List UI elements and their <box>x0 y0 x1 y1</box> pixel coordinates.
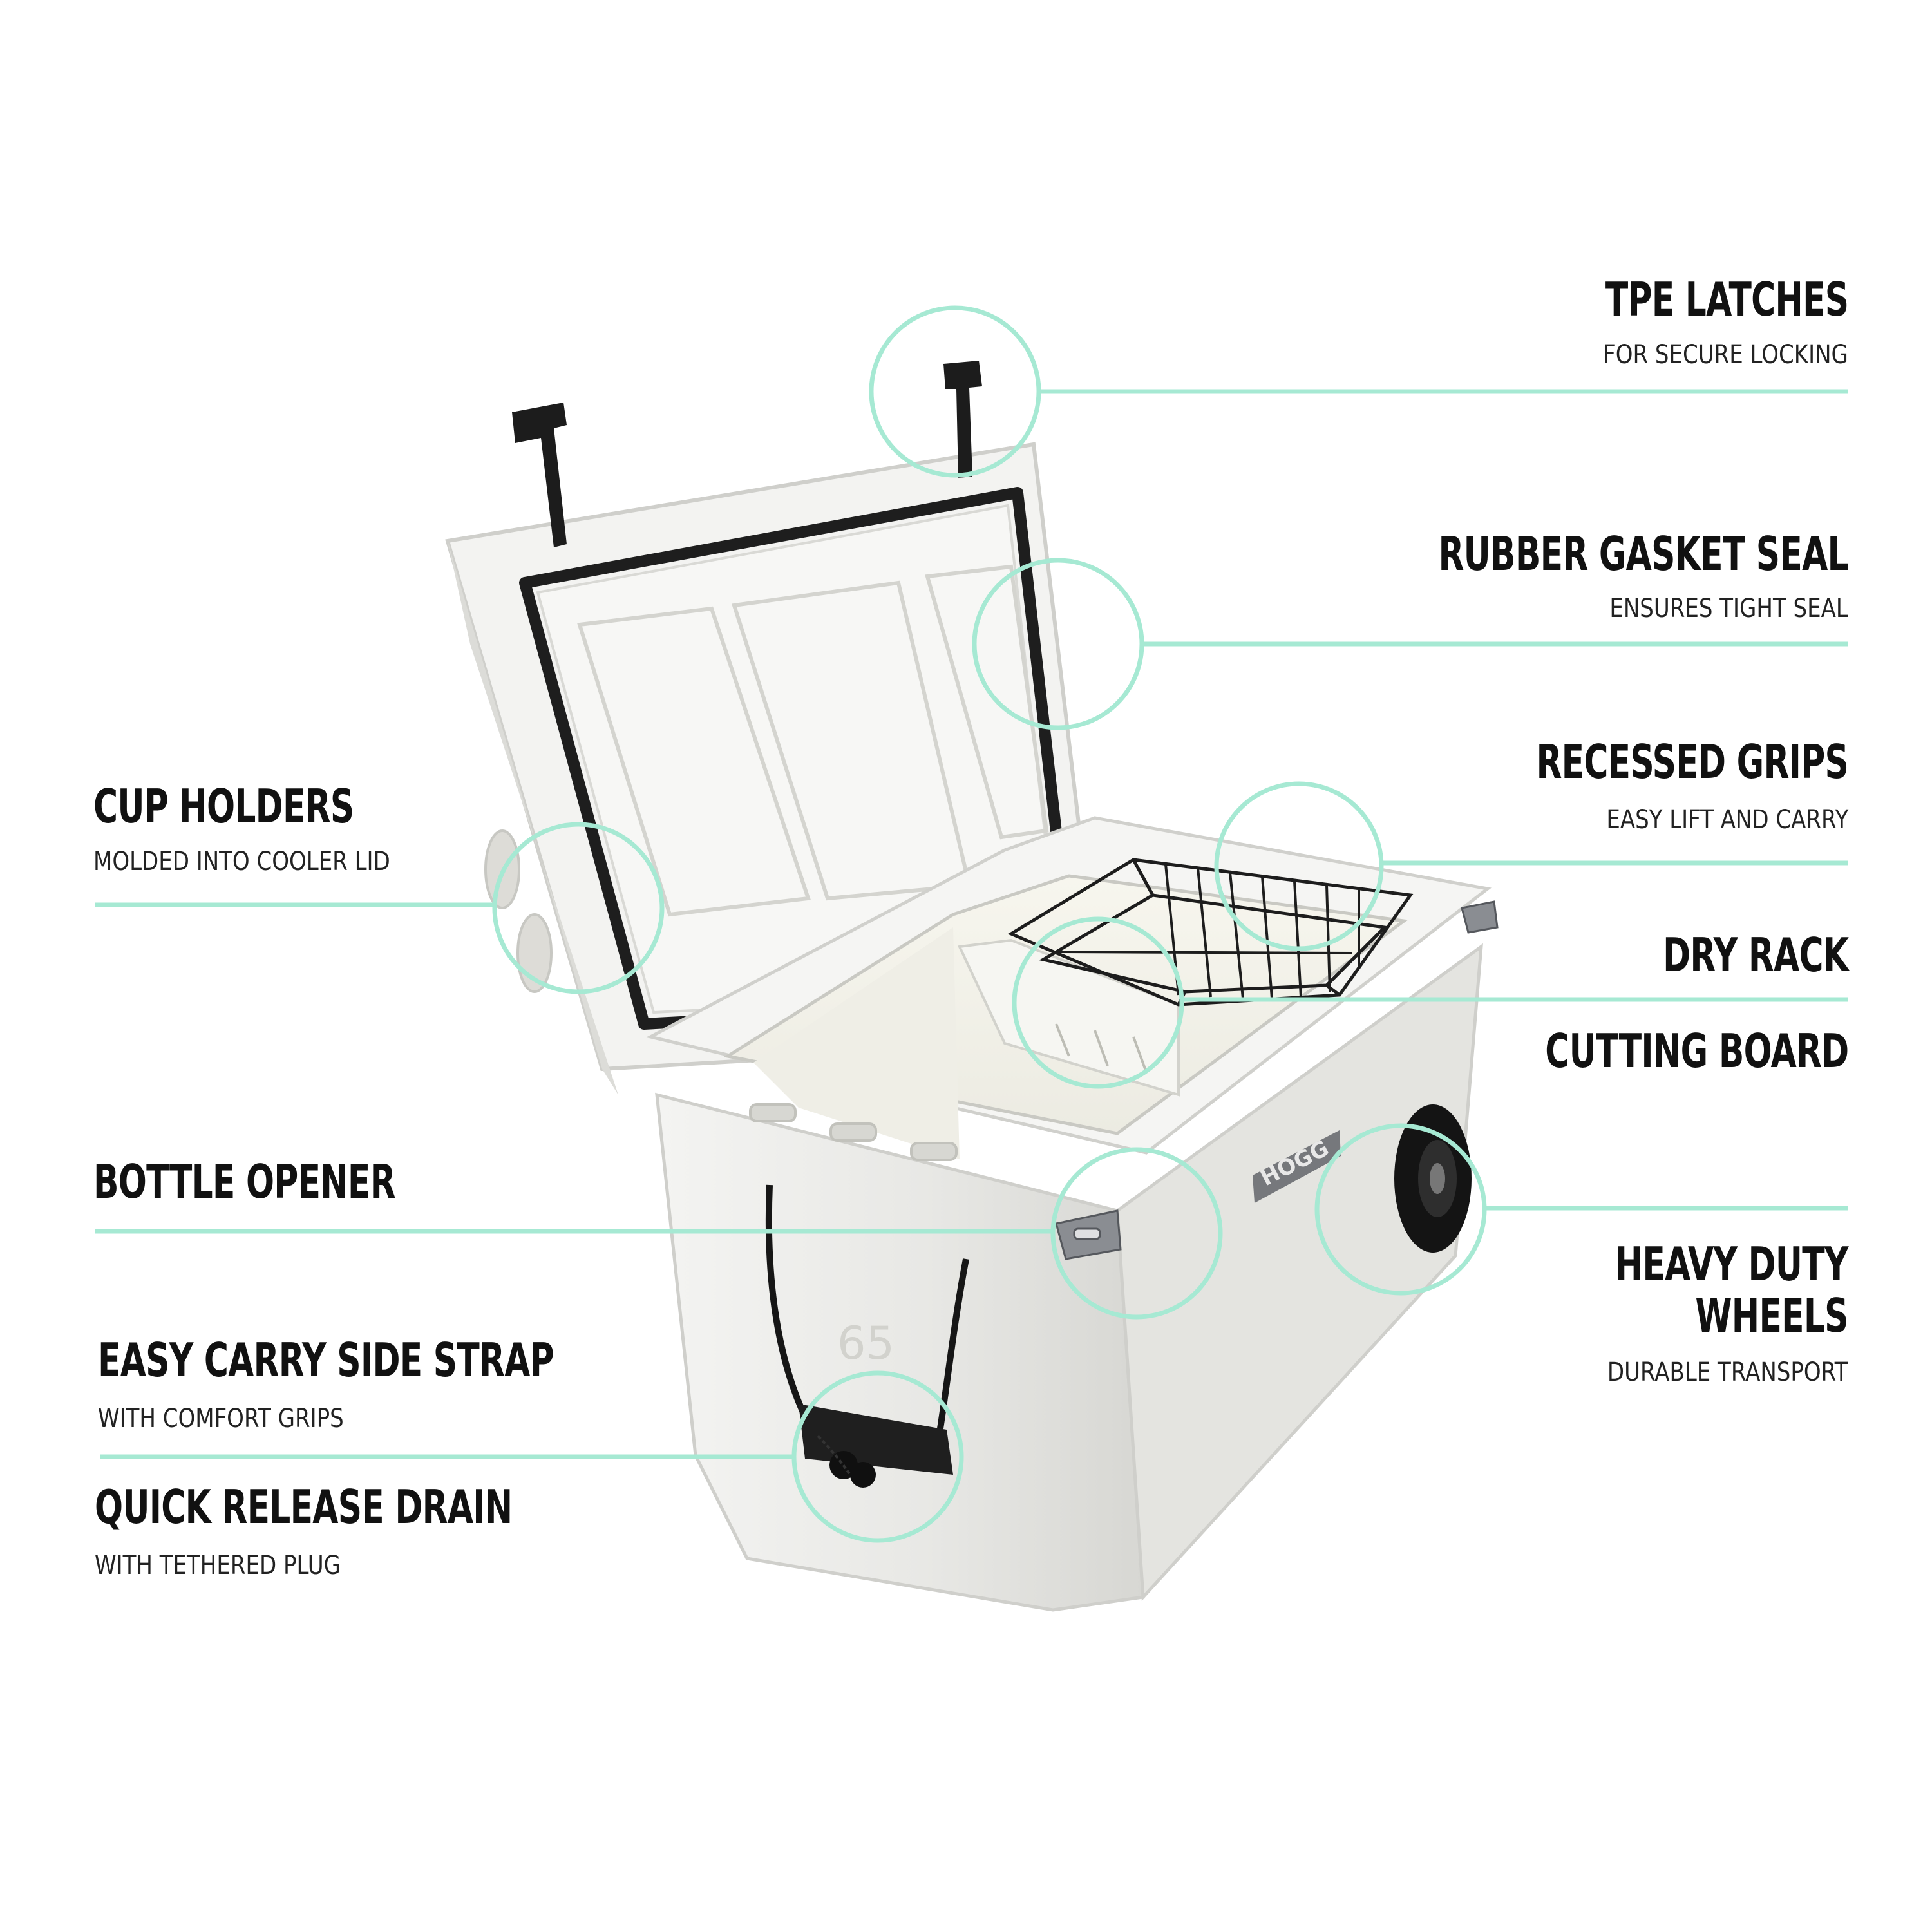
rubber-gasket-title: RUBBER GASKET SEAL <box>1438 527 1849 581</box>
recessed-grips-title: RECESSED GRIPS <box>1536 735 1848 789</box>
wheels-title-line1: HEAVY DUTY <box>1615 1237 1849 1291</box>
drain-subtitle: WITH TETHERED PLUG <box>95 1551 341 1580</box>
side-strap-subtitle: WITH COMFORT GRIPS <box>98 1404 344 1434</box>
callout-circle-tpe-latches <box>869 305 1041 478</box>
callout-circle-cup-holders <box>492 822 665 994</box>
tpe-latch-right <box>943 361 982 478</box>
corner-plate-right <box>1461 900 1499 934</box>
cooler-lid <box>445 361 1107 1095</box>
callout-circle-dry-rack <box>1012 916 1184 1089</box>
dry-rack <box>1007 858 1414 1007</box>
tpe-latches-subtitle: FOR SECURE LOCKING <box>1603 340 1848 370</box>
cutting-board-title: CUTTING BOARD <box>1544 1024 1849 1078</box>
drain-title: QUICK RELEASE DRAIN <box>95 1480 513 1534</box>
cup-holders-subtitle: MOLDED INTO COOLER LID <box>93 847 390 876</box>
bottle-opener <box>1055 1209 1122 1260</box>
tpe-latches-title: TPE LATCHES <box>1605 272 1848 327</box>
side-strap-title: EASY CARRY SIDE STRAP <box>98 1333 554 1387</box>
recessed-grips <box>749 1103 958 1161</box>
recessed-grips-subtitle: EASY LIFT AND CARRY <box>1606 805 1848 835</box>
wheels-subtitle: DURABLE TRANSPORT <box>1607 1358 1848 1387</box>
tpe-latch-left <box>512 402 567 547</box>
dry-rack-title: DRY RACK <box>1662 928 1849 982</box>
callout-circle-recessed-grips <box>1214 781 1384 951</box>
rubber-gasket-subtitle: ENSURES TIGHT SEAL <box>1609 594 1848 623</box>
wheels-title-line2: WHEELS <box>1695 1289 1849 1343</box>
cutting-board <box>958 938 1180 1097</box>
cup-holders-title: CUP HOLDERS <box>93 779 354 833</box>
cooler-body: HOGG 65 <box>645 816 1499 1612</box>
drain-plug <box>817 1435 876 1488</box>
size-mark: 65 <box>837 1317 895 1370</box>
side-strap <box>765 1184 969 1450</box>
callouts <box>95 305 1848 1543</box>
bottle-opener-title: BOTTLE OPENER <box>93 1155 396 1209</box>
